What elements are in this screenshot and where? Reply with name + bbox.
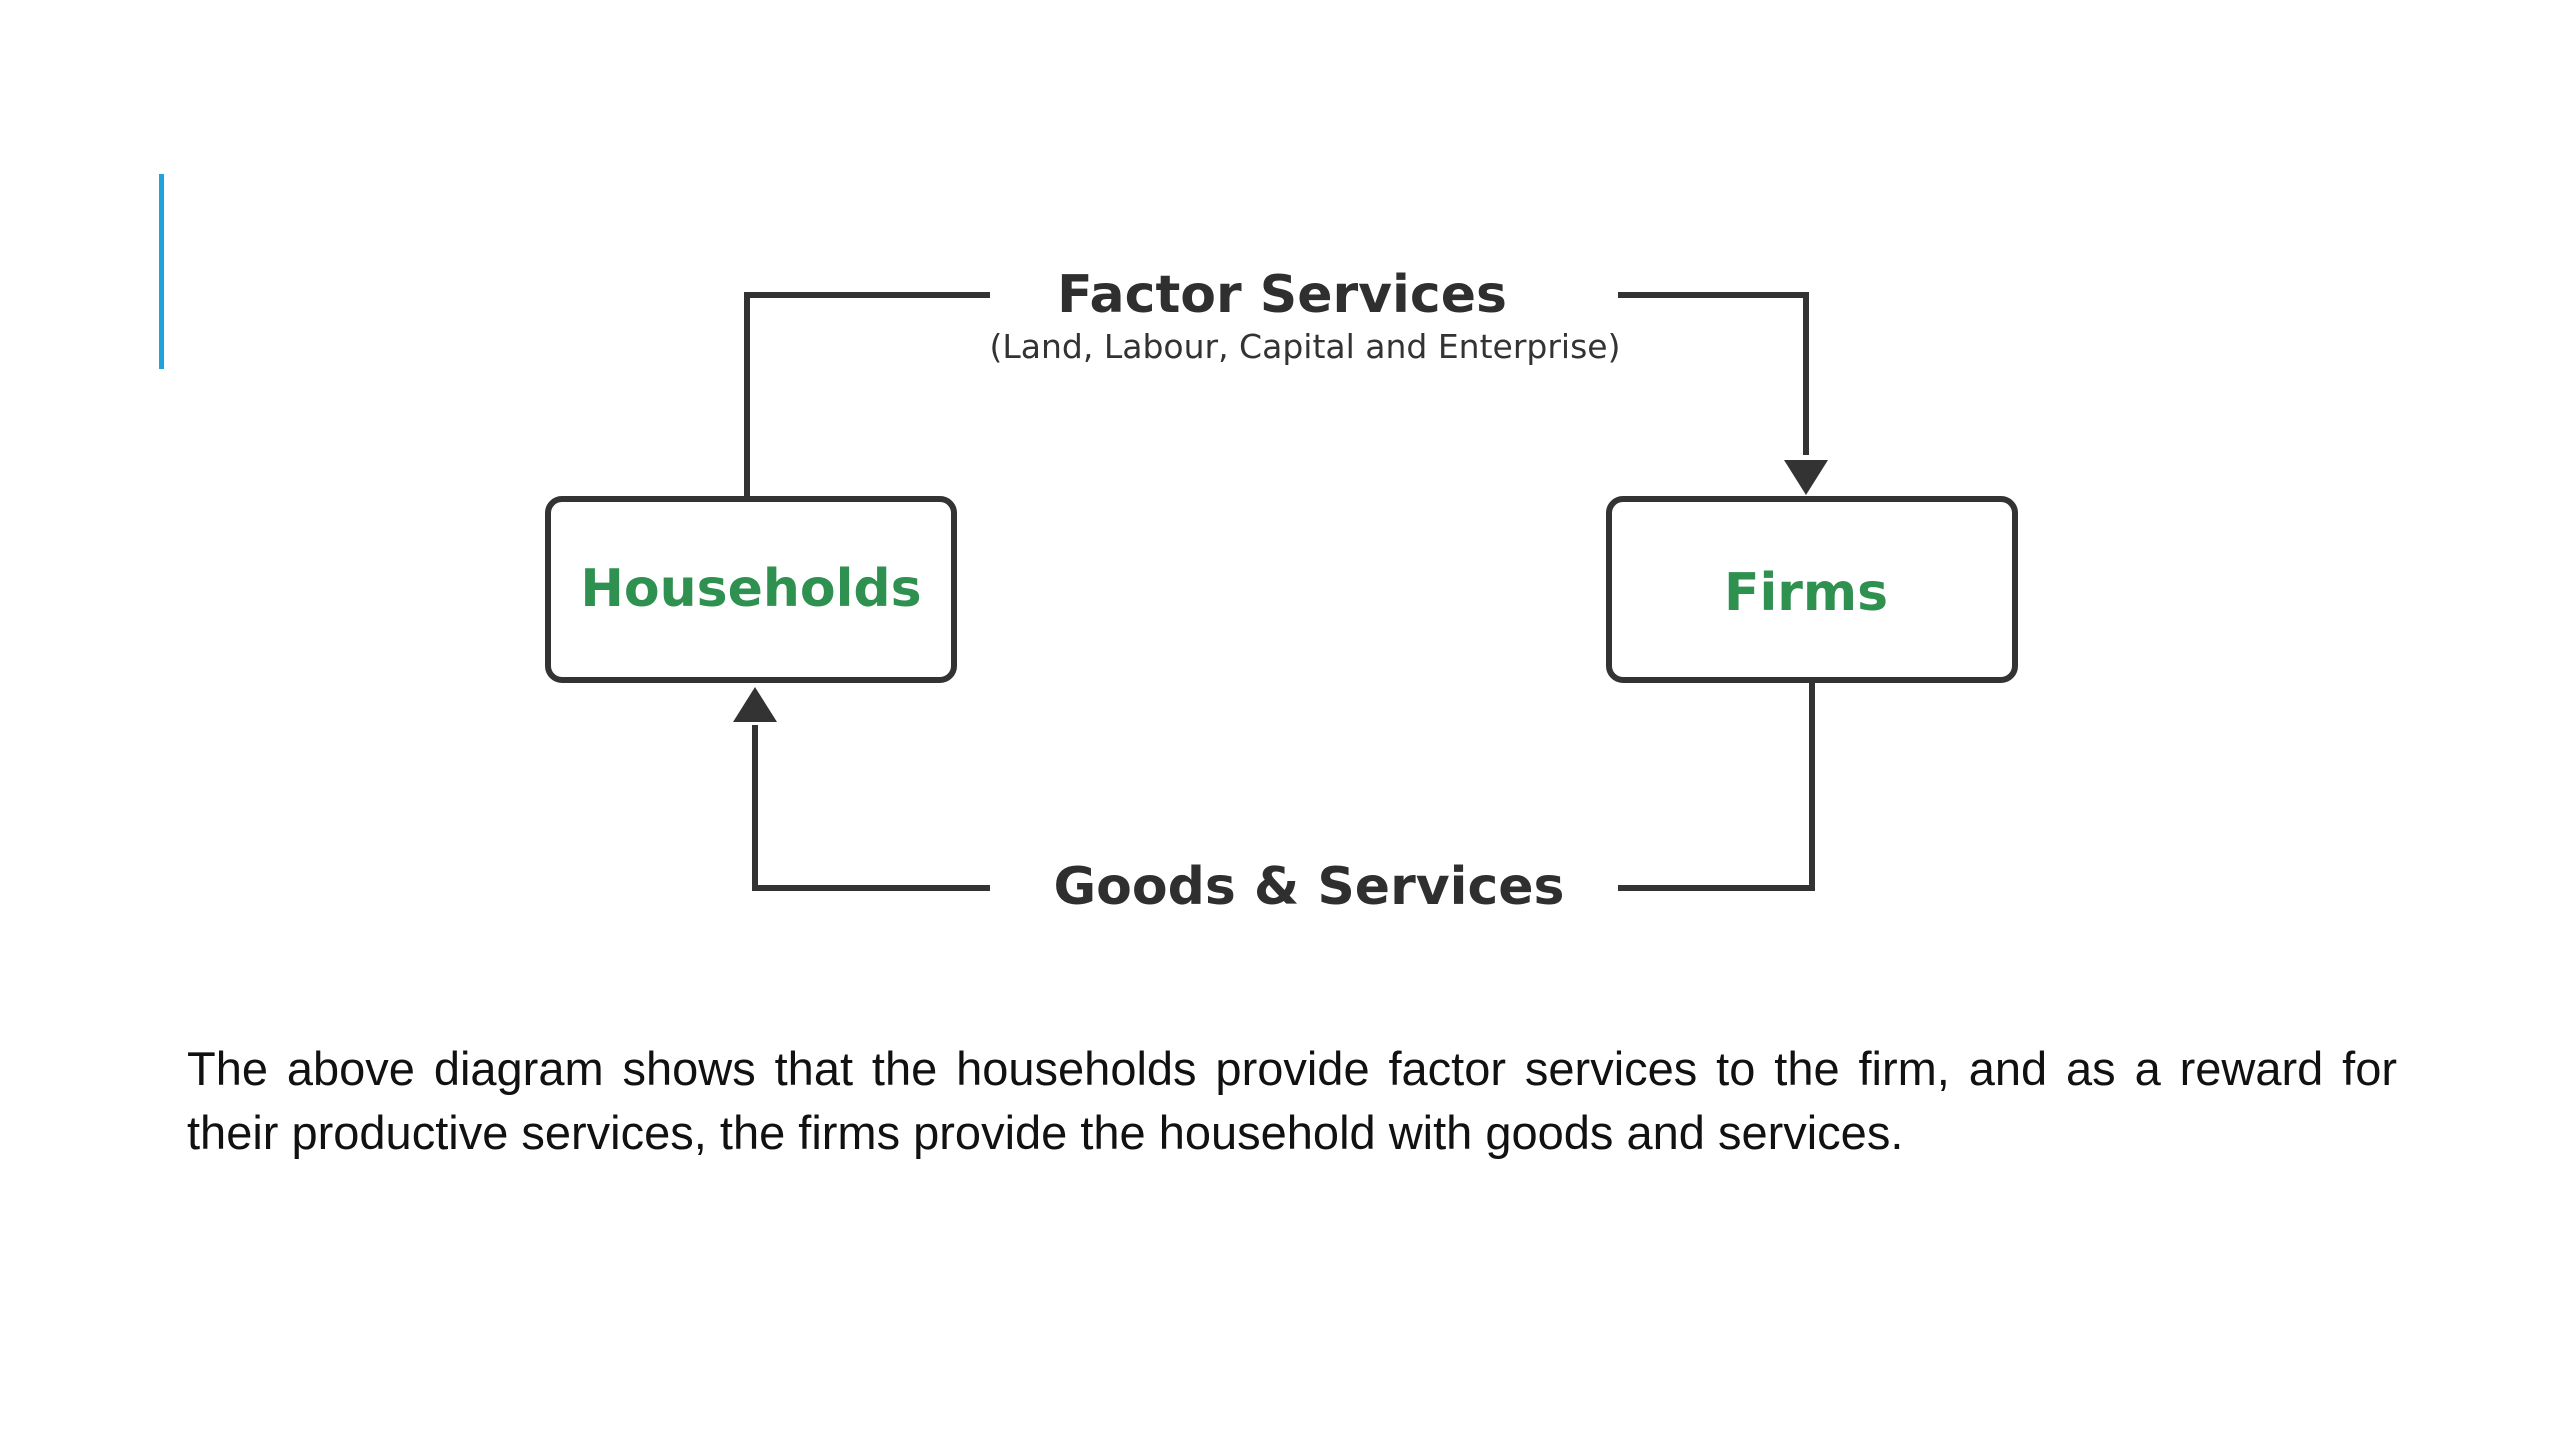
caption-text: The above diagram shows that the househo… xyxy=(187,1042,2397,1159)
households-label: Households xyxy=(580,559,921,619)
accent-bar xyxy=(159,174,164,369)
firms-label: Firms xyxy=(1724,563,1888,623)
goods-services-connector-right xyxy=(1618,682,1815,891)
goods-services-arrowhead xyxy=(733,687,777,722)
factor-services-arrowhead xyxy=(1784,460,1828,495)
factor-services-connector-right xyxy=(1618,292,1809,455)
factor-services-sublabel: (Land, Labour, Capital and Enterprise) xyxy=(990,327,1621,366)
firms-node: Firms xyxy=(1606,496,2018,683)
households-node: Households xyxy=(545,496,957,683)
factor-services-label: Factor Services xyxy=(1057,265,1507,325)
factor-services-connector-left xyxy=(744,292,990,497)
goods-services-label: Goods & Services xyxy=(1054,857,1565,917)
goods-services-connector-left xyxy=(752,725,990,891)
